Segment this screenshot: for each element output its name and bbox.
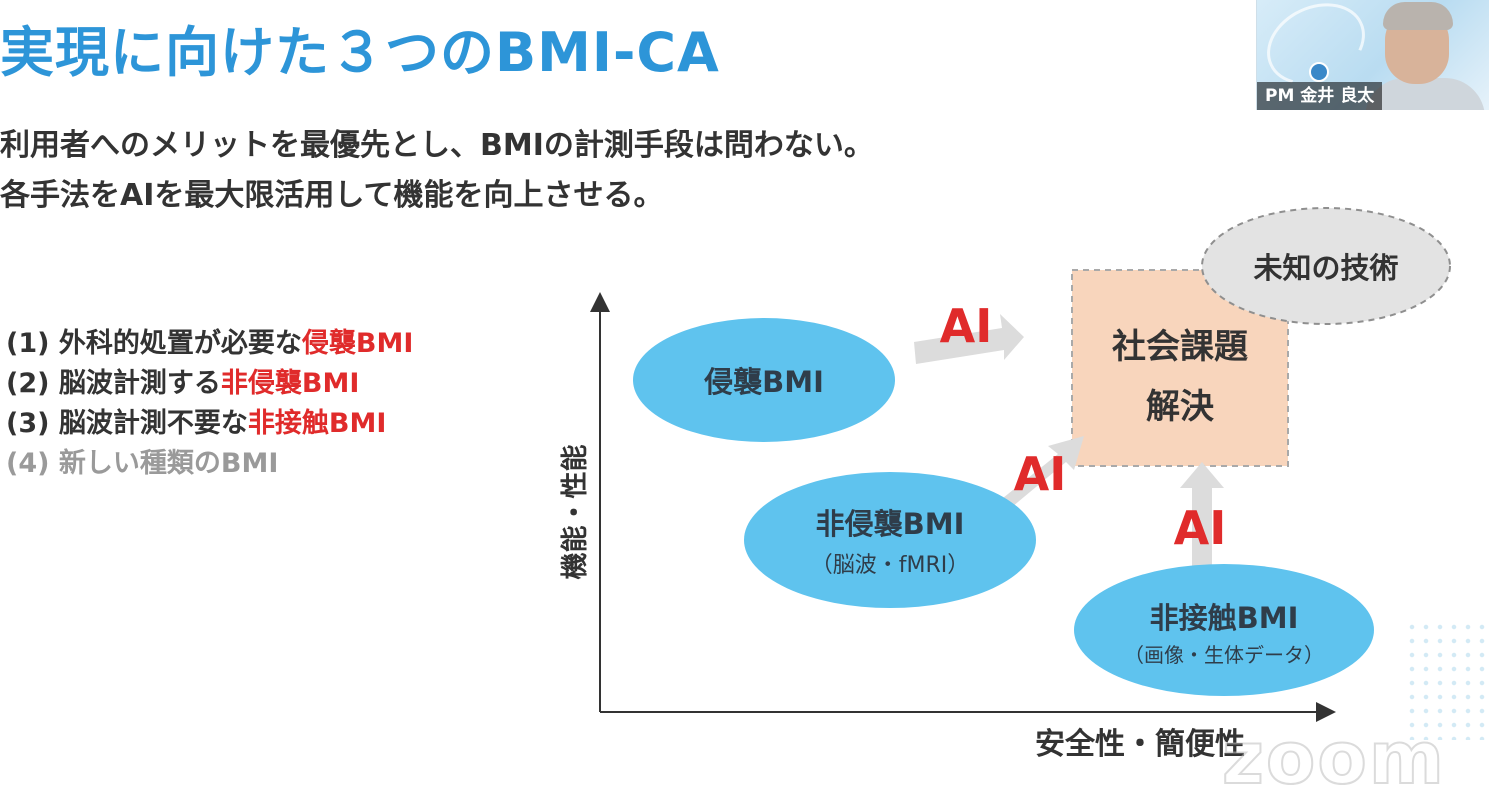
- ai-arrow-noninvasive: [998, 436, 1084, 512]
- zoom-watermark: zoom: [1221, 715, 1446, 786]
- approach-item: (4) 新しい種類のBMI: [6, 444, 413, 484]
- social-issue-line-1: 社会課題: [1112, 327, 1248, 367]
- approach-item-text: (3) 脳波計測不要な: [6, 408, 248, 439]
- participant-video-tile[interactable]: PM 金井 良太: [1256, 0, 1489, 110]
- approach-item: (2) 脳波計測する非侵襲BMI: [6, 364, 413, 404]
- participant-name-label: PM 金井 良太: [1257, 82, 1383, 110]
- noncontact-bmi-label: 非接触BMI: [1150, 601, 1299, 635]
- invasive-bmi-ellipse: [633, 318, 895, 442]
- approach-list: (1) 外科的処置が必要な侵襲BMI (2) 脳波計測する非侵襲BMI (3) …: [6, 324, 413, 484]
- ai-arrow-noncontact: [1180, 462, 1224, 570]
- ai-label-noncontact: AI: [1174, 501, 1227, 555]
- invasive-bmi-label: 侵襲BMI: [703, 365, 824, 399]
- slide-subtitle-line-2: 各手法をAIを最大限活用して機能を向上させる。: [0, 178, 664, 213]
- approach-item: (3) 脳波計測不要な非接触BMI: [6, 404, 413, 444]
- y-axis-label: 機能・性能: [559, 445, 591, 580]
- unknown-tech-ellipse: [1201, 207, 1451, 325]
- participant-hair: [1383, 2, 1453, 30]
- decorative-dots: [1405, 620, 1491, 740]
- globe-icon: [1309, 62, 1329, 82]
- approach-item-text: (2) 脳波計測する: [6, 368, 221, 399]
- ai-arrow-invasive: [914, 314, 1024, 364]
- unknown-tech-label: 未知の技術: [1253, 251, 1398, 285]
- noninvasive-bmi-label: 非侵襲BMI: [816, 507, 965, 541]
- approach-item-highlight: 非侵襲BMI: [220, 368, 360, 399]
- approach-item-highlight: 非接触BMI: [247, 408, 387, 439]
- approach-item-highlight: 侵襲BMI: [301, 328, 414, 359]
- noncontact-bmi-sub: （画像・生体データ）: [1124, 643, 1324, 667]
- noninvasive-bmi-sub: （脳波・fMRI）: [811, 553, 970, 578]
- x-axis-label: 安全性・簡便性: [1035, 727, 1245, 762]
- approach-item-text: (4) 新しい種類のBMI: [6, 448, 279, 479]
- approach-item: (1) 外科的処置が必要な侵襲BMI: [6, 324, 413, 364]
- ai-label-invasive: AI: [940, 299, 993, 353]
- social-issue-line-2: 解決: [1146, 387, 1214, 427]
- slide-subtitle-line-1: 利用者へのメリットを最優先とし、BMIの計測手段は問わない。: [0, 128, 874, 163]
- ai-label-noninvasive: AI: [1014, 447, 1067, 501]
- noninvasive-bmi-ellipse: [744, 472, 1036, 608]
- noncontact-bmi-ellipse: [1074, 564, 1374, 696]
- slide-title: 実現に向けた３つのBMI-CA: [0, 21, 720, 84]
- approach-item-text: (1) 外科的処置が必要な: [6, 328, 302, 359]
